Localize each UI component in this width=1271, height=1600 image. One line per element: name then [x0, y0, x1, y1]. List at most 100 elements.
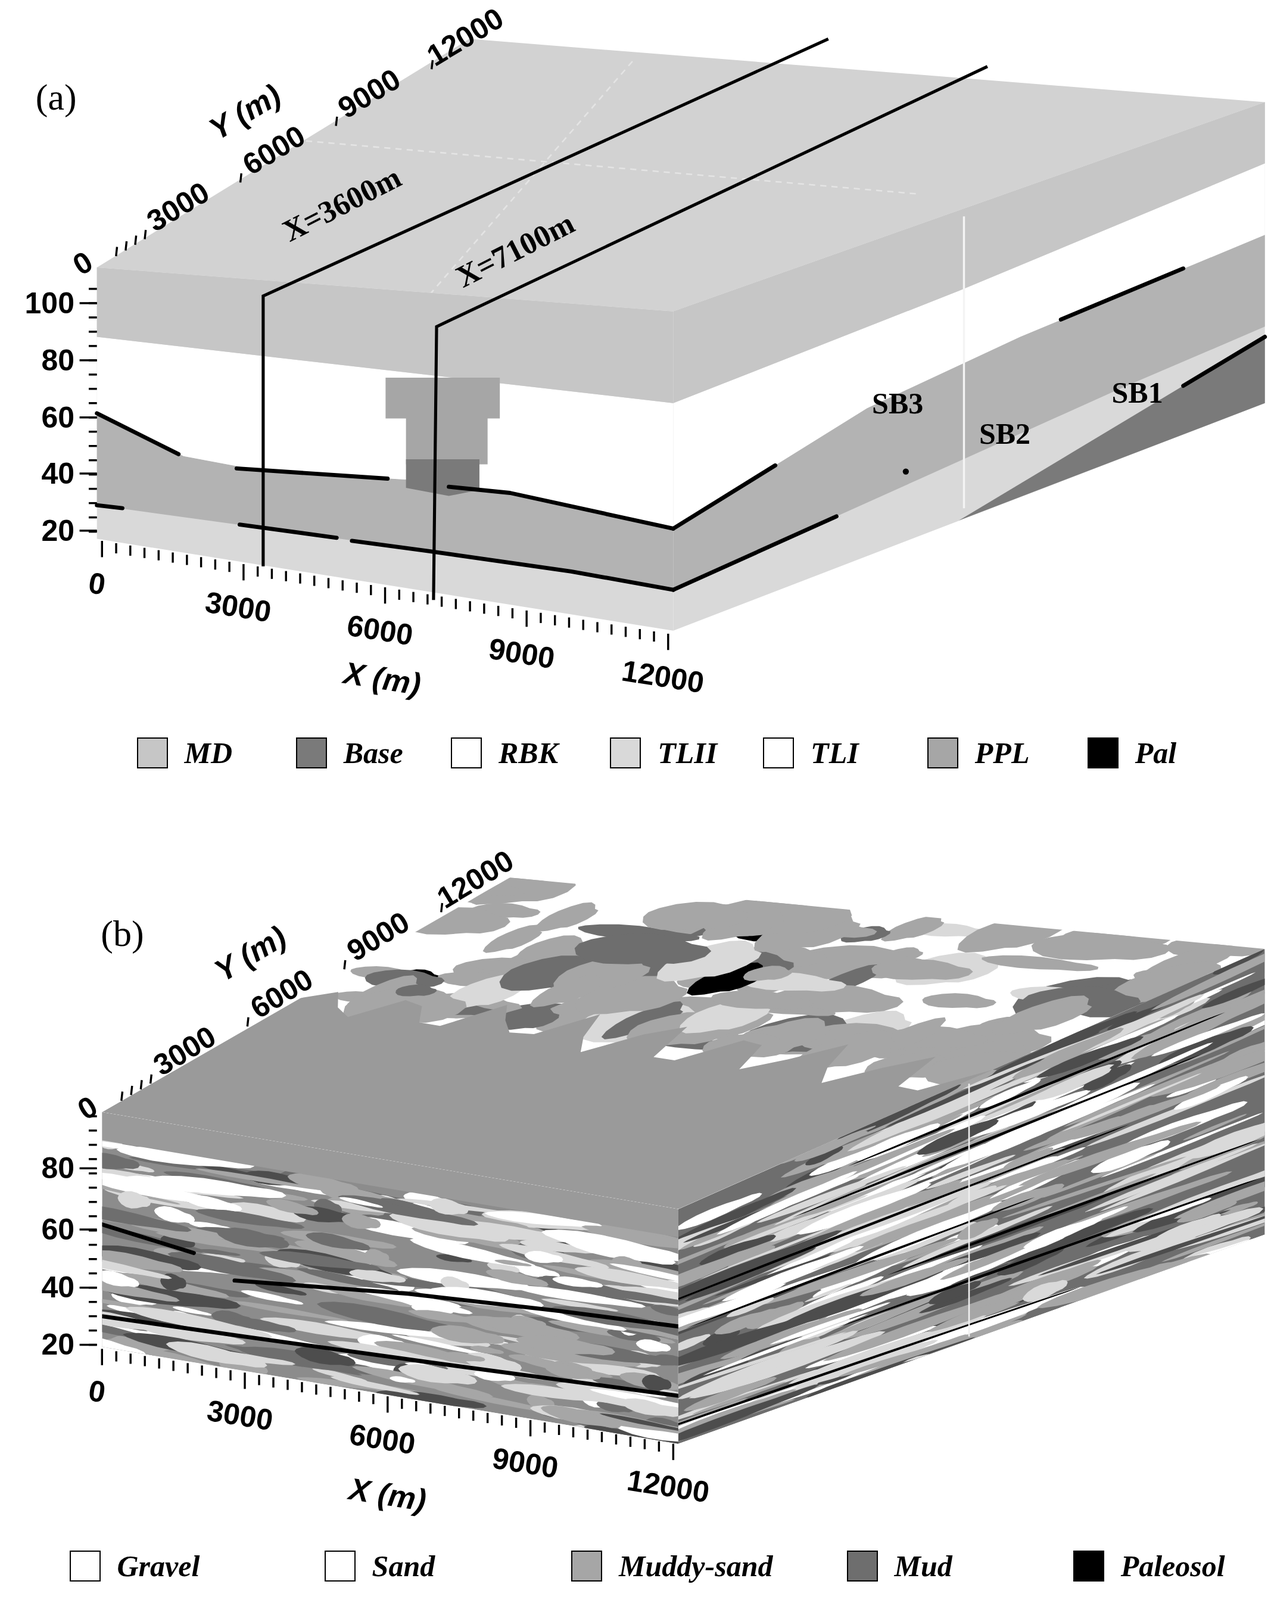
tick-mark — [483, 603, 485, 614]
tick-mark — [88, 459, 98, 461]
legend-item: MD — [136, 737, 233, 769]
tick-mark — [144, 229, 146, 239]
side-section — [600, 920, 1271, 1454]
legend-label: Base — [343, 737, 404, 768]
tick-mark — [185, 554, 188, 565]
tick-mark — [88, 402, 98, 404]
legend-label: RBK — [498, 737, 559, 768]
tick-mark — [472, 1410, 475, 1421]
legend-swatch — [450, 737, 482, 769]
tick-mark — [315, 1384, 317, 1395]
axis-tick-label: 60 — [41, 1214, 75, 1245]
tick-mark — [327, 577, 330, 588]
tick-mark — [116, 247, 118, 257]
tick-mark — [242, 564, 245, 581]
tick-mark — [586, 1429, 589, 1440]
tick-mark — [88, 1215, 98, 1217]
tick-mark — [511, 608, 514, 619]
tick-mark — [372, 1393, 375, 1404]
axis-tick-label: 0 — [73, 1090, 104, 1125]
tick-mark — [343, 1388, 346, 1400]
legend-swatch — [69, 1550, 101, 1582]
tick-mark — [400, 1398, 403, 1409]
axis-tick-label: 6000 — [245, 963, 318, 1024]
tick-mark — [415, 1400, 417, 1411]
tick-mark — [88, 1157, 98, 1160]
tick-mark — [88, 1257, 98, 1260]
tick-mark — [88, 301, 98, 304]
tick-mark — [658, 1441, 660, 1452]
legend-swatch — [324, 1550, 356, 1582]
tick-mark — [355, 582, 358, 593]
tick-mark — [215, 1367, 217, 1378]
sequence-boundary-label: SB1 — [1111, 377, 1164, 408]
axis-tick-label: 3000 — [204, 1394, 276, 1435]
legend-label: Muddy-sand — [618, 1550, 773, 1581]
tick-mark — [131, 1085, 133, 1095]
legend-item: Base — [296, 737, 404, 769]
facies-block-b — [41, 868, 1271, 1454]
tick-mark — [525, 610, 528, 627]
legend-label: TLI — [810, 737, 859, 768]
axis-tick-label: 6000 — [344, 609, 416, 650]
tick-mark — [440, 596, 443, 607]
axis-tick-label: 9000 — [342, 906, 415, 967]
axis-title: Y (m) — [209, 920, 291, 987]
tick-mark — [629, 1436, 632, 1447]
legend-label: MD — [184, 737, 233, 768]
section-label: X=7100m — [451, 207, 580, 294]
tick-mark — [121, 1091, 123, 1101]
tick-mark — [88, 473, 98, 476]
tick-mark — [600, 1431, 603, 1442]
tick-mark — [114, 543, 117, 554]
tick-mark — [458, 1407, 460, 1419]
legend-swatch — [609, 737, 641, 769]
axis-tick-label: 0 — [86, 1375, 108, 1408]
tick-mark — [500, 1415, 503, 1426]
tick-mark — [88, 1329, 98, 1332]
tick-mark — [214, 559, 217, 570]
axis-tick-label: 3000 — [148, 1020, 221, 1081]
tick-mark — [298, 573, 301, 584]
axis-tick-label: 12000 — [624, 1465, 712, 1508]
tick-mark — [228, 561, 230, 572]
tick-mark — [610, 624, 613, 635]
legend-item: TLII — [609, 737, 718, 769]
tick-mark — [88, 1186, 98, 1189]
axis-ticks — [79, 60, 674, 1460]
tick-mark — [243, 1372, 246, 1389]
tick-mark — [384, 587, 386, 604]
tick-mark — [313, 575, 316, 586]
tick-mark — [88, 1243, 98, 1246]
tick-mark — [79, 529, 98, 532]
tick-mark — [88, 1143, 98, 1146]
tick-mark — [529, 1419, 532, 1436]
legend-item: RBK — [450, 737, 559, 769]
tick-mark — [125, 241, 127, 251]
tick-mark — [79, 301, 98, 304]
tick-mark — [272, 1377, 274, 1388]
tick-mark — [284, 571, 287, 582]
tick-mark — [129, 1353, 132, 1364]
tick-mark — [150, 1074, 152, 1084]
axis-title: X (m) — [347, 1472, 429, 1516]
tick-mark — [329, 1386, 332, 1397]
axis-tick-label: 20 — [41, 1329, 75, 1360]
axis-tick-label: 0 — [67, 245, 98, 280]
tick-mark — [135, 235, 137, 245]
tick-mark — [88, 516, 98, 519]
tick-mark — [497, 605, 500, 616]
axis-tick-label: 100 — [25, 288, 75, 319]
panel-letter: (a) — [35, 78, 77, 116]
tick-mark — [200, 556, 202, 568]
tick-mark — [88, 344, 98, 347]
tick-mark — [240, 173, 242, 183]
tick-mark — [582, 619, 585, 630]
tick-mark — [672, 1443, 675, 1460]
tick-mark — [455, 598, 457, 609]
tick-mark — [88, 530, 98, 533]
axis-tick-label: 9000 — [490, 1442, 561, 1483]
tick-mark — [79, 1286, 98, 1289]
tick-mark — [357, 1391, 360, 1402]
